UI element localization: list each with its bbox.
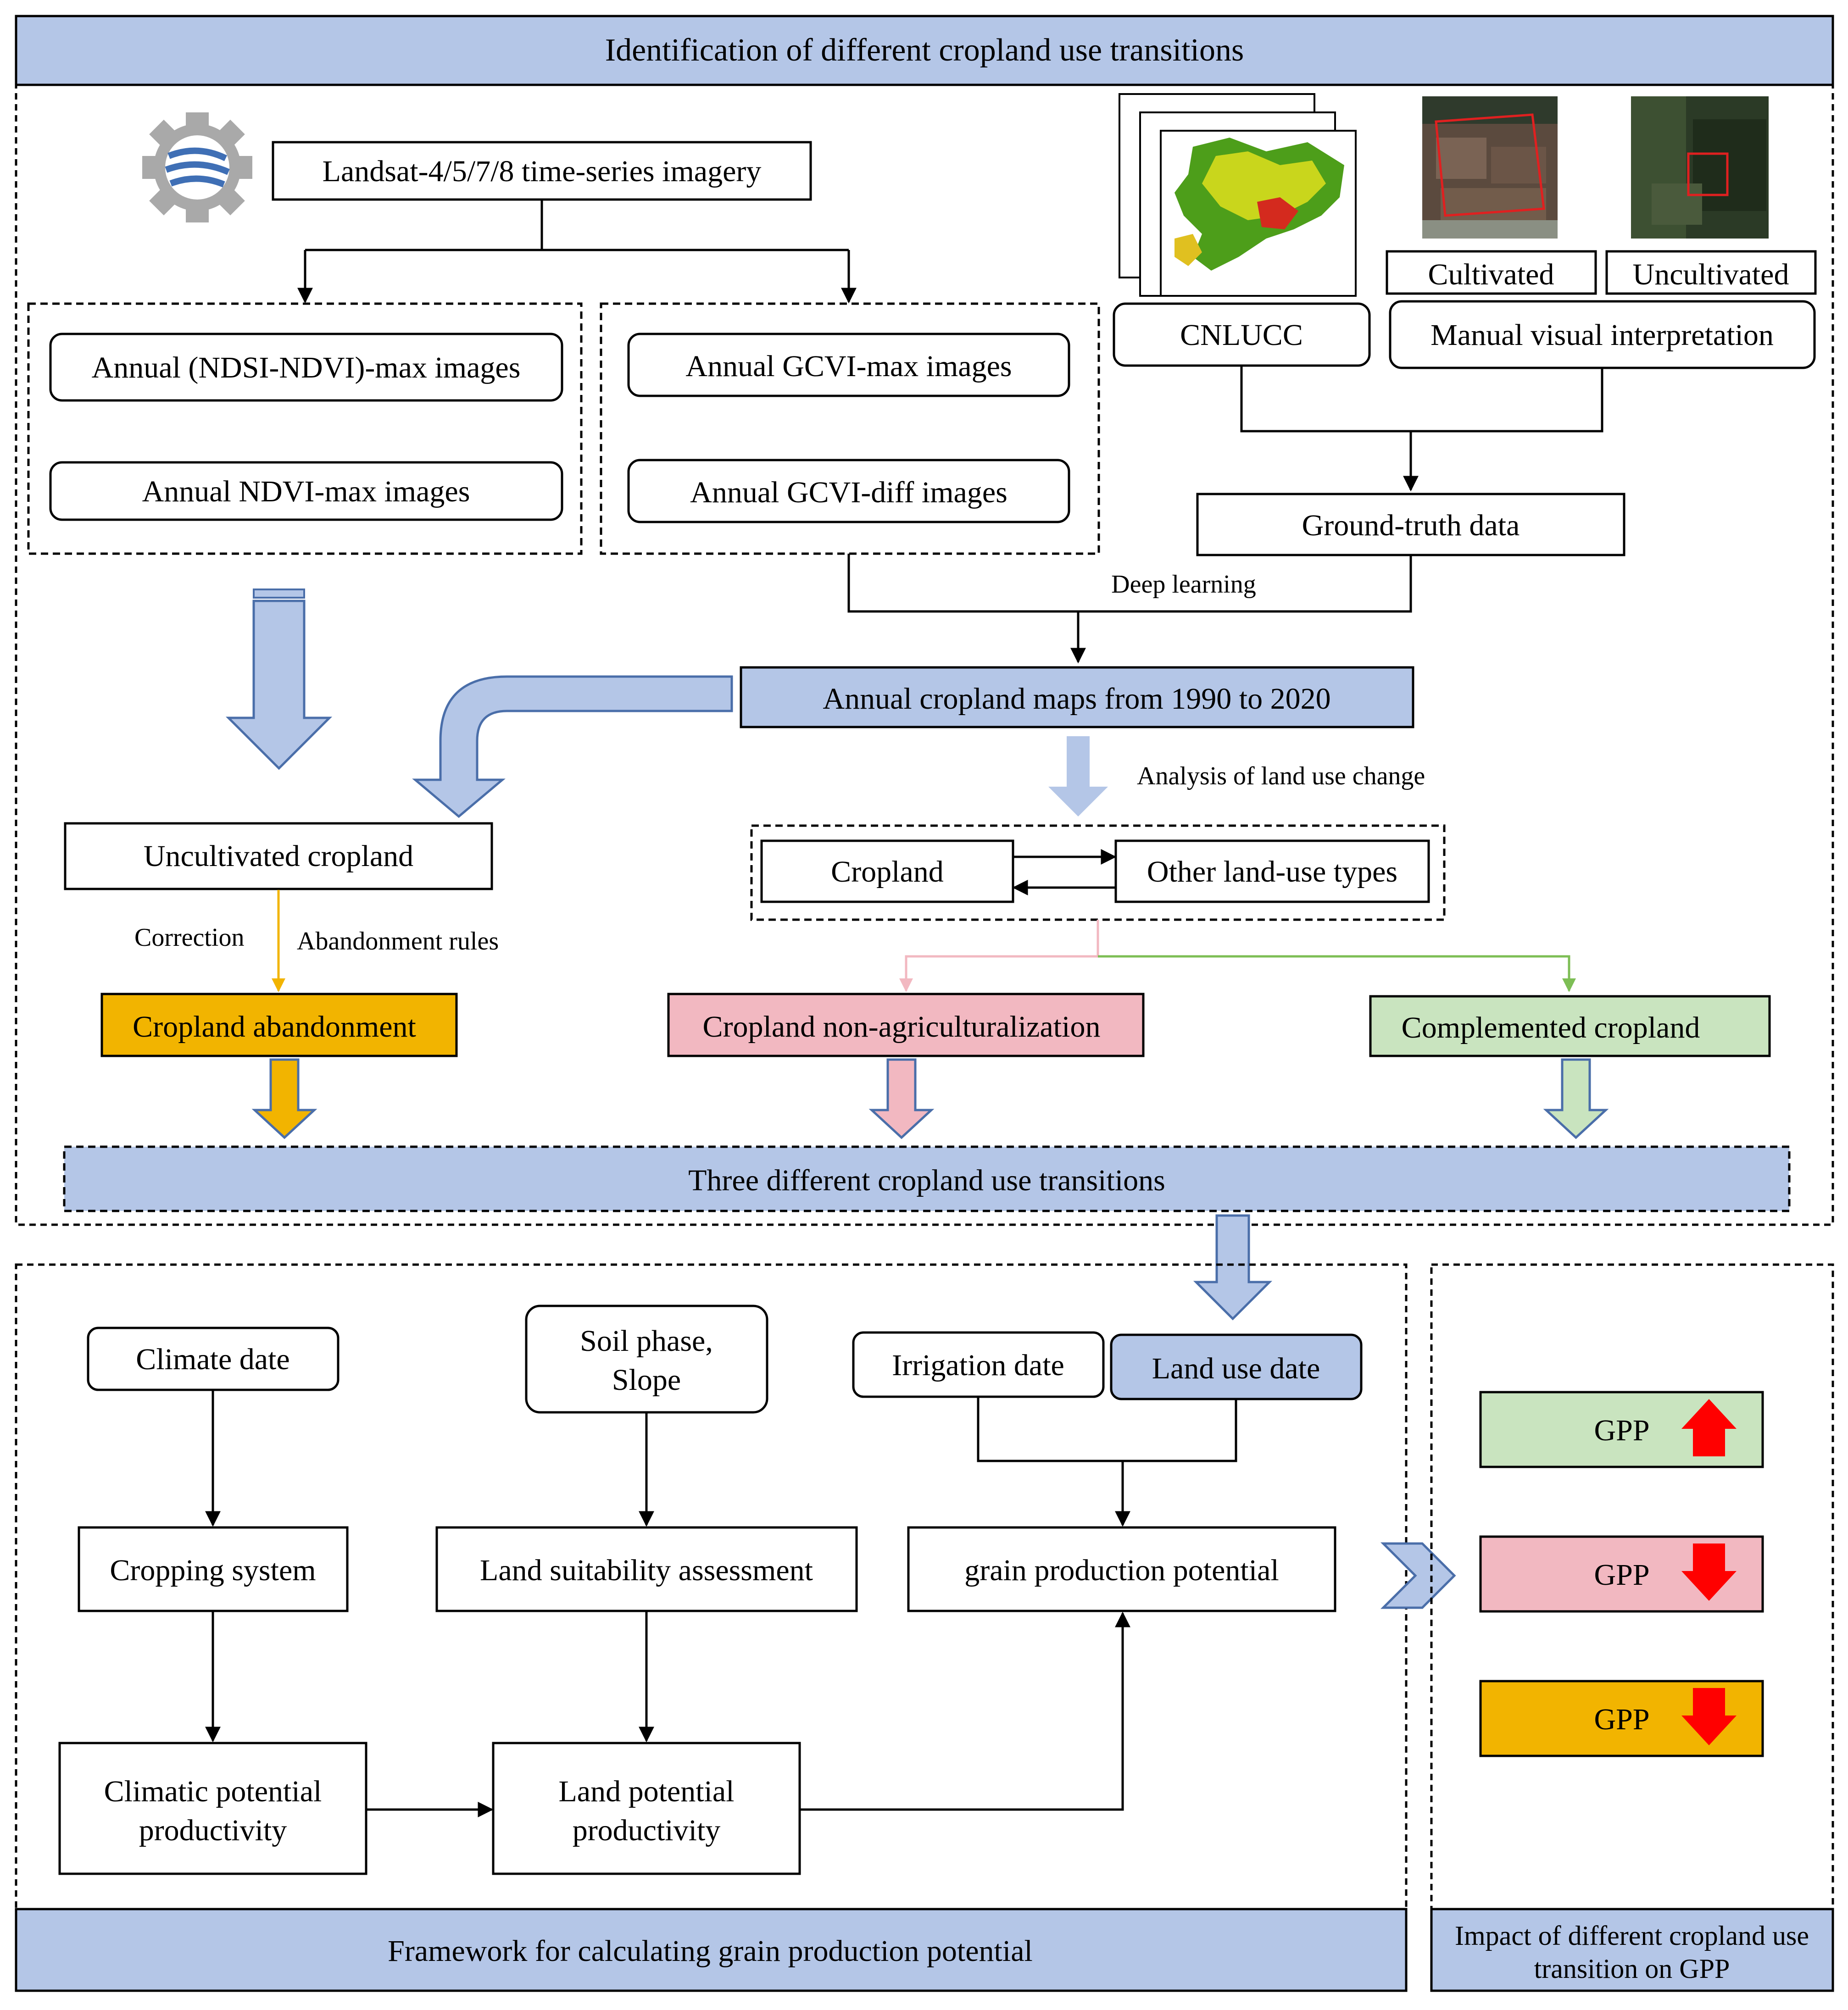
- annual-cropland-maps-label: Annual cropland maps from 1990 to 2020: [823, 682, 1330, 716]
- gpp-up-arrow-icon: [1681, 1399, 1737, 1456]
- correction-label: Correction: [134, 923, 244, 952]
- landsat-box: [272, 141, 812, 201]
- gpp-label-abandonment: GPP: [1594, 1703, 1649, 1736]
- landsat-label: Landsat-4/5/7/8 time-series imagery: [323, 155, 762, 188]
- grain-potential-label: grain production potential: [964, 1554, 1279, 1587]
- pink-split-connector: [899, 920, 1099, 992]
- cnlucc-label: CNLUCC: [1180, 318, 1303, 352]
- climatic-potential-line1: Climatic potential: [104, 1775, 322, 1808]
- non-agriculturalization-box: [667, 993, 1145, 1057]
- land-to-grain-connector: [800, 1611, 1130, 1811]
- left-blue-down-arrow: [225, 589, 333, 770]
- uncultivated-cropland-box: [64, 822, 493, 890]
- land-potential-line1: Land potential: [558, 1775, 734, 1808]
- climatic-potential-line2: productivity: [139, 1814, 287, 1847]
- climatic-potential-box: [58, 1742, 367, 1875]
- green-split-connector: [1098, 955, 1576, 992]
- section3-title-bar: [1430, 1908, 1834, 1992]
- ndvi-max-box: [49, 461, 563, 521]
- irrigation-landuse-merge-connector: [977, 1397, 1237, 1525]
- section3-frame: [1430, 1263, 1834, 1992]
- ndvi-max-label: Annual NDVI-max images: [142, 475, 470, 508]
- earth-engine-logo-icon: [142, 112, 252, 222]
- abandonment-rules-label: Abandonment rules: [297, 927, 499, 955]
- abandonment-down-arrow: [251, 1058, 317, 1139]
- gpp-label-complemented: GPP: [1594, 1414, 1649, 1447]
- gpp-down-arrow-icon-non-agri: [1681, 1544, 1737, 1601]
- chevron-right-icon: [1380, 1542, 1456, 1609]
- section3-title-line1: Impact of different cropland use: [1455, 1921, 1809, 1951]
- uncultivated-cropland-label: Uncultivated cropland: [144, 839, 413, 873]
- uncultivated-label-box: [1605, 250, 1817, 295]
- land-suitability-box: [435, 1526, 858, 1612]
- landsat-split-connector: [305, 200, 849, 251]
- non-agriculturalization-label: Cropland non-agriculturalization: [703, 1010, 1101, 1044]
- deep-learning-label: Deep learning: [1111, 570, 1256, 599]
- non-agri-down-arrow: [868, 1058, 935, 1139]
- section1-title-bar: [15, 15, 1834, 86]
- ndsi-ndvi-label: Annual (NDSI-NDVI)-max images: [92, 351, 521, 384]
- gpp-label-non-agri: GPP: [1594, 1558, 1649, 1592]
- section2-title-bar: [15, 1908, 1408, 1992]
- complemented-cropland-box: [1369, 995, 1771, 1057]
- soil-phase-label: Soil phase,: [580, 1324, 713, 1358]
- blue-arrow-to-landuse: [1193, 1214, 1273, 1321]
- section3-title-line2: transition on GPP: [1534, 1954, 1730, 1984]
- ndsi-ndvi-box: [49, 333, 563, 402]
- complemented-down-arrow: [1543, 1058, 1609, 1139]
- cropland-box: [760, 839, 1014, 903]
- gcvi-diff-box: [627, 459, 1070, 523]
- grain-potential-box: [907, 1526, 1336, 1612]
- analysis-label: Analysis of land use change: [1137, 762, 1425, 790]
- annual-cropland-maps-box: [740, 666, 1414, 728]
- uncultivated-satellite-image: [1631, 96, 1769, 239]
- ground-truth-label: Ground-truth data: [1302, 509, 1520, 542]
- land-potential-box: [492, 1742, 801, 1875]
- cropland-abandonment-label: Cropland abandonment: [133, 1010, 416, 1044]
- land-potential-line2: productivity: [573, 1814, 721, 1847]
- land-use-date-label: Land use date: [1152, 1352, 1320, 1385]
- slope-label: Slope: [612, 1363, 681, 1397]
- land-suitability-label: Land suitability assessment: [480, 1554, 813, 1587]
- other-land-use-label: Other land-use types: [1147, 855, 1397, 888]
- left-index-group: [27, 302, 583, 555]
- gpp-down-arrow-icon-abandonment: [1681, 1688, 1737, 1745]
- other-land-use-box: [1114, 839, 1430, 903]
- cropland-label: Cropland: [831, 855, 944, 888]
- cultivated-label-box: [1386, 250, 1597, 295]
- ground-truth-connector: [1240, 366, 1603, 490]
- curved-blue-arrow-to-uncultivated: [412, 675, 733, 818]
- section2-title: Framework for calculating grain producti…: [388, 1934, 1033, 1968]
- section1-title: Identification of different cropland use…: [605, 33, 1244, 68]
- manual-interpretation-label: Manual visual interpretation: [1431, 318, 1774, 352]
- uncultivated-label: Uncultivated: [1633, 258, 1789, 291]
- cropping-system-label: Cropping system: [110, 1554, 316, 1587]
- analysis-blue-arrow: [1048, 736, 1108, 816]
- cultivated-label: Cultivated: [1428, 258, 1554, 291]
- cropping-system-box: [78, 1526, 349, 1612]
- gcvi-diff-label: Annual GCVI-diff images: [690, 476, 1007, 509]
- three-transitions-label: Three different cropland use transitions: [688, 1164, 1165, 1197]
- climate-date-label: Climate date: [136, 1343, 289, 1376]
- cnlucc-map-stack-icon: [1119, 93, 1357, 297]
- irrigation-date-label: Irrigation date: [892, 1349, 1064, 1382]
- three-transitions-bar: [63, 1145, 1791, 1212]
- complemented-cropland-label: Complemented cropland: [1402, 1011, 1700, 1044]
- deep-learning-connector: [847, 554, 1412, 662]
- gcvi-max-label: Annual GCVI-max images: [685, 350, 1012, 383]
- cropland-abandonment-box: [100, 993, 458, 1057]
- cultivated-satellite-image: [1422, 96, 1558, 239]
- gcvi-max-box: [627, 333, 1070, 397]
